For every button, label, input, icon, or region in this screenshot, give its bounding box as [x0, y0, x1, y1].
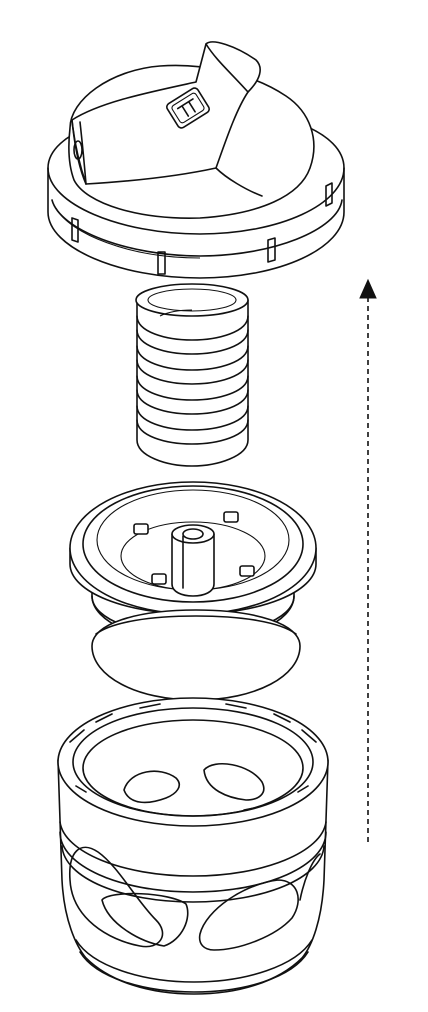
- cap: [47, 41, 345, 279]
- base-windows: [69, 846, 321, 951]
- rim-crenellations: [69, 703, 317, 811]
- spring-coils: [136, 309, 249, 445]
- gasket: [91, 609, 301, 701]
- base-body: [57, 759, 329, 995]
- valve-stem: [171, 524, 215, 597]
- base-rim: [57, 697, 329, 827]
- logo-badge-icon: [166, 87, 210, 129]
- spring: [135, 283, 249, 467]
- flange-notches: [71, 182, 333, 275]
- assembly-direction-arrow: [359, 278, 377, 842]
- base: [57, 697, 329, 995]
- arrow-up-icon: [359, 278, 377, 299]
